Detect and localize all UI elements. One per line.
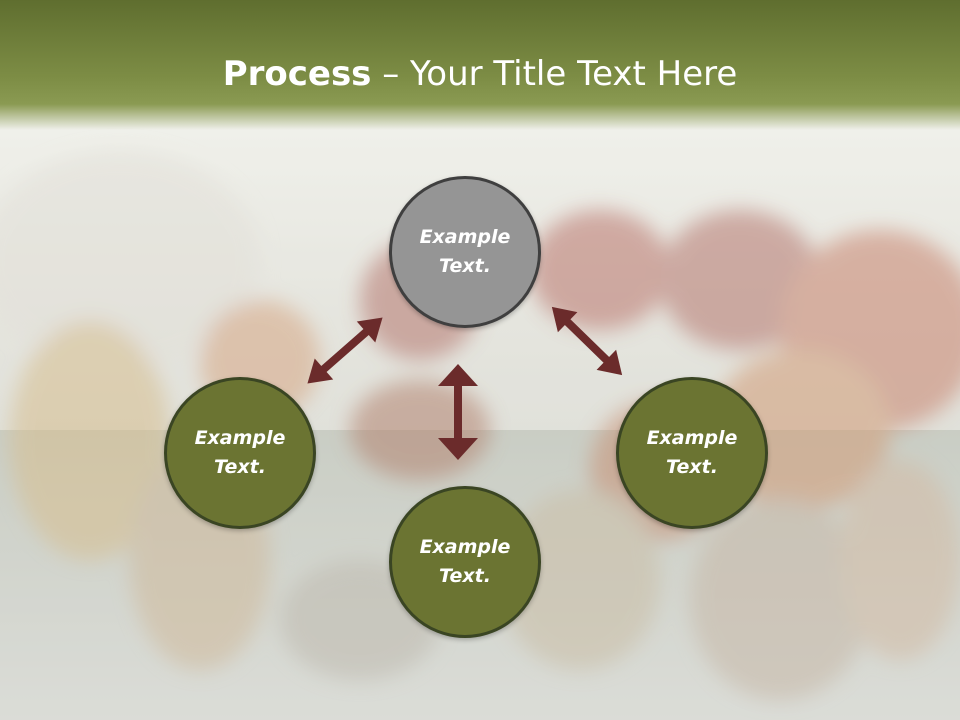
process-node-left[interactable]: Example Text.: [164, 377, 316, 529]
title-bold-part: Process: [222, 54, 372, 94]
process-node-bottom[interactable]: Example Text.: [389, 486, 541, 638]
node-left-label: Example Text.: [194, 427, 286, 478]
title-band: [0, 0, 960, 130]
arrow-vertical: [438, 364, 478, 460]
slide-title: Process – Your Title Text Here: [0, 52, 960, 96]
node-bottom-label: Example Text.: [419, 536, 511, 587]
node-top-label: Example Text.: [419, 226, 511, 277]
title-rest-part: – Your Title Text Here: [371, 54, 738, 94]
process-node-top[interactable]: Example Text.: [389, 176, 541, 328]
arrow-top-left: [307, 317, 383, 384]
process-node-right[interactable]: Example Text.: [616, 377, 768, 529]
node-right-label: Example Text.: [646, 427, 738, 478]
arrow-top-right: [551, 306, 623, 376]
